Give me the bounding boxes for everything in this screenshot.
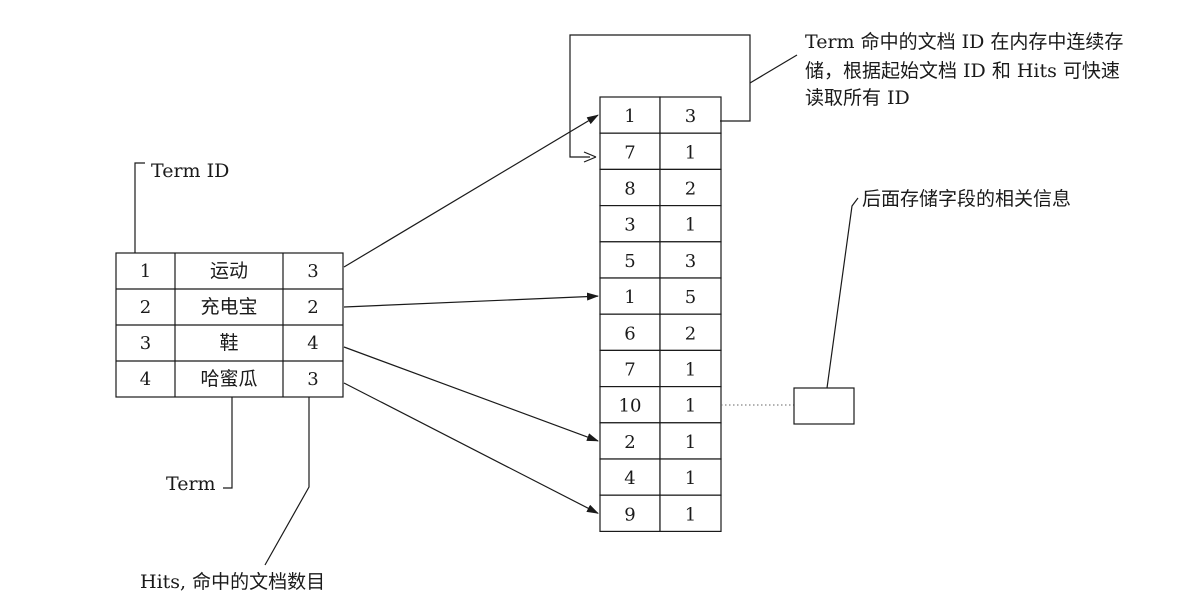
field-info-callout: 后面存储字段的相关信息 xyxy=(721,188,1071,425)
posting-doc-id-cell: 2 xyxy=(624,432,635,453)
term-id-label: Term ID xyxy=(151,160,229,182)
posting-hits-cell: 1 xyxy=(685,215,696,236)
term-id-cell: 2 xyxy=(140,297,151,318)
term-hits-cell: 3 xyxy=(307,261,318,282)
term-id-cell: 3 xyxy=(140,333,151,354)
hits-label: Hits, 命中的文档数目 xyxy=(140,571,325,593)
posting-cell-border xyxy=(599,494,661,533)
term-row: 1 运动 3 xyxy=(140,260,319,282)
posting-hits-cell: 1 xyxy=(685,432,696,453)
memory-note-line-1: Term 命中的文档 ID 在内存中连续存 xyxy=(805,31,1123,53)
term-to-posting-arrow xyxy=(343,292,599,308)
posting-hits-cell: 1 xyxy=(685,142,696,163)
posting-hits-cell: 5 xyxy=(685,287,696,308)
posting-cell-border xyxy=(599,313,661,352)
term-id-leader-line xyxy=(134,162,145,253)
posting-hits-cell: 1 xyxy=(685,360,696,381)
posting-hits-cell: 2 xyxy=(685,179,696,200)
posting-cell-border xyxy=(599,277,661,315)
term-row: 2 充电宝 2 xyxy=(140,296,319,318)
posting-doc-id-cell: 6 xyxy=(624,323,635,344)
term-to-posting-arrow xyxy=(343,346,599,442)
hits-callout: Hits, 命中的文档数目 xyxy=(140,397,325,593)
posting-doc-id-cell: 9 xyxy=(624,504,635,525)
term-name-cell: 鞋 xyxy=(219,332,238,354)
posting-doc-id-cell: 3 xyxy=(624,215,635,236)
term-hits-cell: 2 xyxy=(307,297,318,318)
memory-note-callout: Term 命中的文档 ID 在内存中连续存 储，根据起始文档 ID 和 Hits… xyxy=(569,31,1123,163)
field-info-box xyxy=(793,387,855,425)
memory-note-line-2: 储，根据起始文档 ID 和 Hits 可快速 xyxy=(805,60,1120,82)
term-to-posting-arrow xyxy=(343,382,599,514)
term-callout: Term xyxy=(166,397,233,495)
posting-cell-border xyxy=(659,168,722,207)
posting-hits-cell: 1 xyxy=(685,396,696,417)
posting-cell-border xyxy=(659,494,722,533)
hits-leader-line xyxy=(264,397,310,566)
field-info-label: 后面存储字段的相关信息 xyxy=(862,188,1071,210)
term-name-cell: 充电宝 xyxy=(200,296,257,318)
memory-loop-arrow-tip xyxy=(583,151,597,158)
posting-doc-id-cell: 7 xyxy=(624,360,635,381)
posting-cell-border xyxy=(599,168,661,207)
memory-loop-arrow-tip xyxy=(583,156,597,163)
term-row: 3 鞋 4 xyxy=(140,332,319,354)
posting-cell-border xyxy=(599,458,661,496)
posting-cell-border xyxy=(659,349,722,388)
posting-doc-id-cell: 7 xyxy=(624,142,635,163)
posting-row: 10 1 xyxy=(599,386,722,424)
posting-cell-border xyxy=(659,132,722,170)
posting-doc-id-cell: 1 xyxy=(624,106,635,127)
posting-doc-id-cell: 5 xyxy=(624,251,635,272)
posting-doc-id-cell: 4 xyxy=(624,468,635,489)
posting-hits-cell: 3 xyxy=(685,106,696,127)
posting-cell-border xyxy=(659,458,722,496)
term-id-callout: Term ID xyxy=(134,160,229,253)
posting-hits-cell: 1 xyxy=(685,468,696,489)
posting-doc-id-cell: 1 xyxy=(624,287,635,308)
term-to-postings-arrows xyxy=(343,114,599,514)
posting-cell-border xyxy=(599,96,661,134)
term-row: 4 哈蜜瓜 3 xyxy=(140,368,319,390)
memory-note-line-3: 读取所有 ID xyxy=(805,87,910,109)
posting-cell-border xyxy=(599,422,661,460)
field-info-leader-line xyxy=(826,197,859,389)
posting-doc-id-cell: 10 xyxy=(619,396,642,417)
posting-cell-border xyxy=(659,96,722,134)
posting-doc-id-cell: 8 xyxy=(624,179,635,200)
posting-cell-border xyxy=(659,241,722,279)
term-leader-line xyxy=(223,397,233,489)
posting-cell-border xyxy=(599,132,661,170)
posting-cell-border xyxy=(659,422,722,460)
memory-note-leader-line xyxy=(749,54,798,84)
posting-hits-cell: 3 xyxy=(685,251,696,272)
term-id-cell: 1 xyxy=(140,261,151,282)
term-to-posting-arrow xyxy=(343,114,599,268)
posting-cell-border xyxy=(659,313,722,352)
term-id-cell: 4 xyxy=(140,369,151,390)
term-hits-cell: 3 xyxy=(307,369,318,390)
term-hits-cell: 4 xyxy=(307,333,318,354)
term-label: Term xyxy=(166,473,216,495)
posting-hits-cell: 1 xyxy=(685,504,696,525)
posting-hits-cell: 2 xyxy=(685,323,696,344)
posting-cell-border xyxy=(659,277,722,315)
term-name-cell: 哈蜜瓜 xyxy=(200,368,257,390)
term-table: 1 运动 3 2 充电宝 2 3 鞋 4 4 哈蜜瓜 3 xyxy=(115,252,344,398)
term-name-cell: 运动 xyxy=(210,260,248,282)
memory-loop-line xyxy=(569,34,751,158)
